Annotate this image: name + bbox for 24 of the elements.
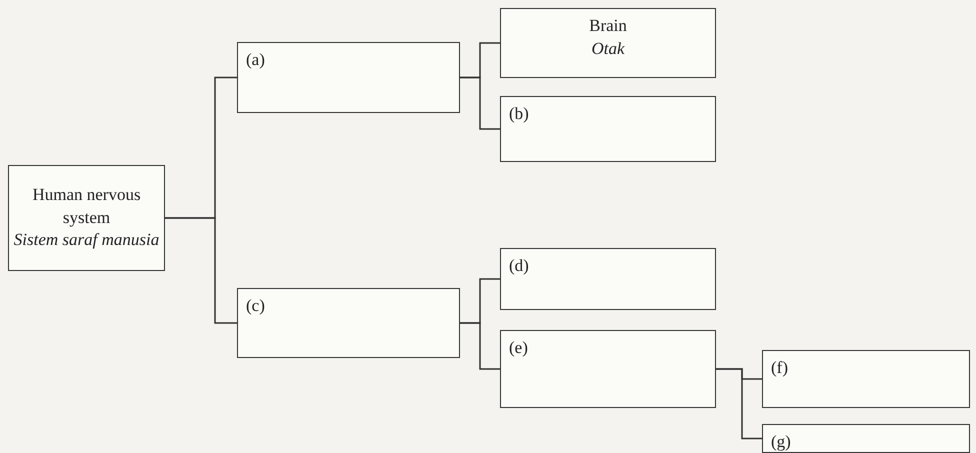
label-box xyxy=(500,248,716,310)
label-box xyxy=(762,350,970,408)
label-box xyxy=(237,42,460,113)
label-box xyxy=(762,424,970,453)
label-box xyxy=(500,8,716,78)
connector-line xyxy=(460,76,500,130)
node-label: (b) xyxy=(509,104,530,124)
translation-label: Sistem saraf manusia xyxy=(14,229,160,252)
label-box xyxy=(8,165,165,271)
label-box xyxy=(237,288,460,358)
label-box xyxy=(500,96,716,162)
node-label: (f) xyxy=(771,358,789,378)
node-label: (a) xyxy=(246,50,266,70)
connector-line xyxy=(716,368,762,440)
label-box xyxy=(500,330,716,408)
translation-label: Otak xyxy=(590,38,626,60)
node-label: Brain xyxy=(588,15,628,37)
connector-line xyxy=(165,217,237,324)
node-label: (g) xyxy=(771,432,792,452)
connector-line xyxy=(460,322,500,370)
node-label: Human nervous system xyxy=(31,184,142,229)
node-label: (d) xyxy=(509,256,530,276)
node-label: (e) xyxy=(509,338,529,358)
node-label: (c) xyxy=(246,296,266,316)
